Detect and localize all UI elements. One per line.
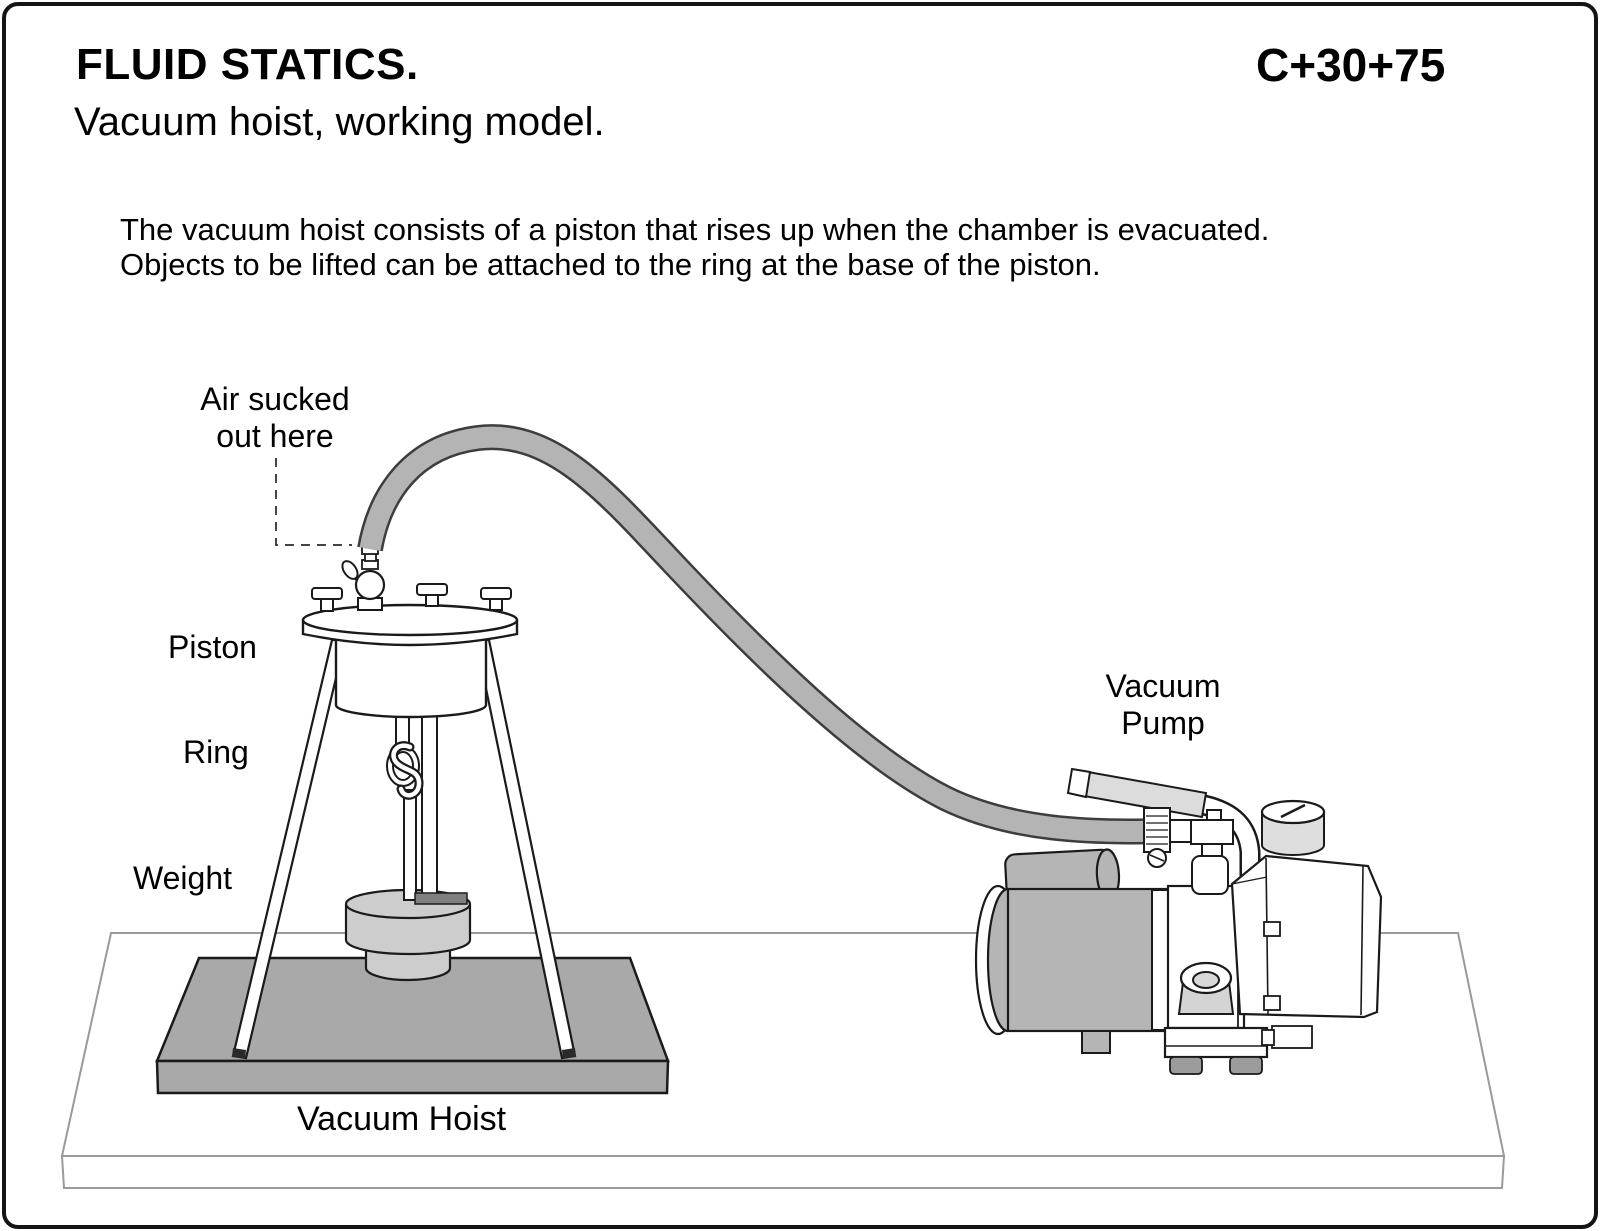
piston-chamber bbox=[334, 634, 488, 719]
chamber-lid bbox=[301, 603, 519, 647]
inlet-tee-fitting bbox=[1169, 809, 1234, 895]
hose-clamp bbox=[1143, 807, 1171, 868]
description-line-2: Objects to be lifted can be attached to … bbox=[120, 247, 1101, 283]
page-title: FLUID STATICS. bbox=[76, 40, 419, 89]
motor-end-bell bbox=[1151, 889, 1169, 1031]
pump-motor bbox=[974, 884, 1170, 1054]
pump-base bbox=[1163, 1026, 1269, 1075]
catalog-code: C+30+75 bbox=[1256, 39, 1446, 91]
description-text: The vacuum hoist consists of a piston th… bbox=[120, 212, 1269, 282]
piston-rod bbox=[395, 705, 438, 901]
pump-handle bbox=[1066, 767, 1261, 880]
vacuum-hose bbox=[357, 424, 1161, 845]
page-subtitle: Vacuum hoist, working model. bbox=[74, 100, 605, 144]
label-weight: Weight bbox=[133, 860, 233, 896]
oil-port bbox=[1177, 961, 1235, 1015]
label-piston: Piston bbox=[168, 629, 257, 665]
label-air-sucked-out: Air sucked out here bbox=[200, 381, 350, 455]
hoist-base-plate bbox=[155, 956, 670, 1095]
air-leader-line bbox=[275, 458, 352, 546]
label-vacuum-pump: Vacuum Pump bbox=[1105, 668, 1221, 742]
vacuum-valve bbox=[341, 544, 386, 611]
weight-slot bbox=[414, 892, 468, 905]
label-ring: Ring bbox=[183, 734, 249, 770]
lid-thumbscrews bbox=[311, 583, 512, 612]
vacuum-gauge bbox=[1260, 799, 1326, 856]
s-hook bbox=[389, 741, 424, 800]
vacuum-pump bbox=[974, 767, 1383, 1075]
pump-body-right bbox=[1230, 854, 1383, 1049]
description-line-1: The vacuum hoist consists of a piston th… bbox=[120, 212, 1270, 247]
label-vacuum-hoist: Vacuum Hoist bbox=[297, 1100, 507, 1138]
